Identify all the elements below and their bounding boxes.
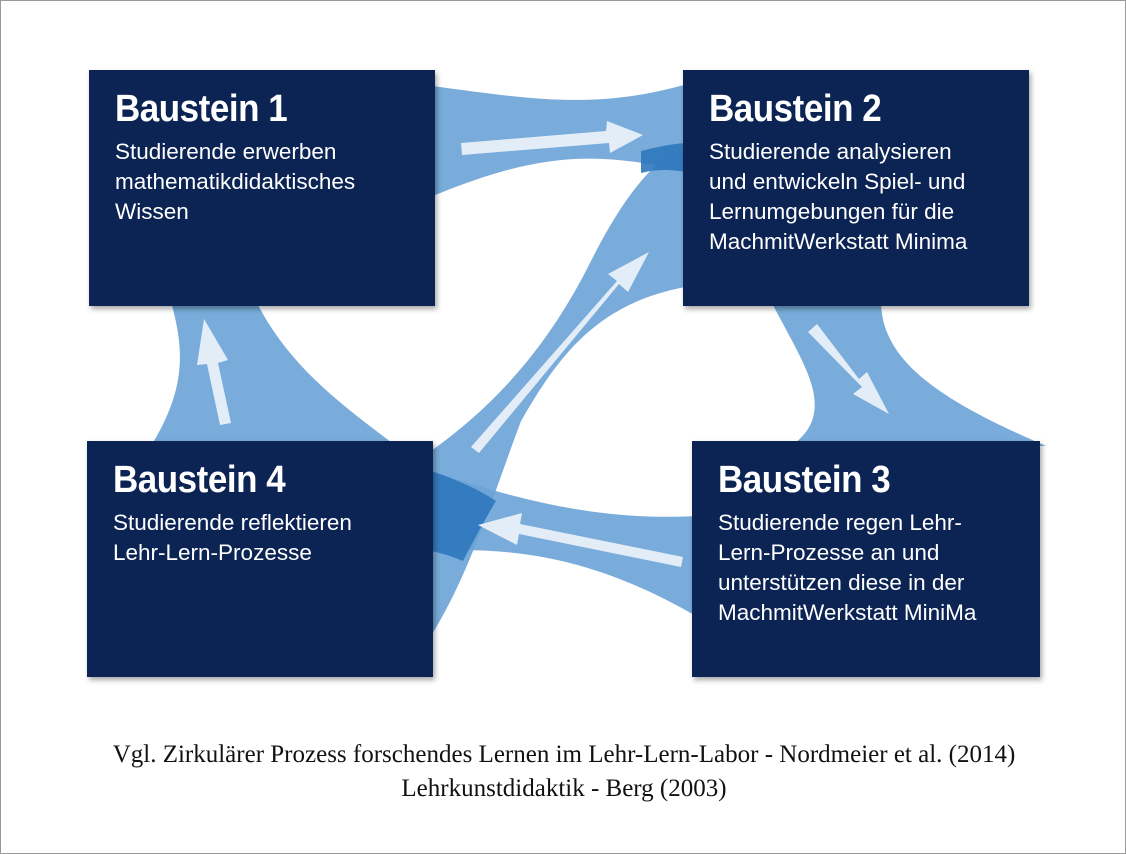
baustein-2-heading: Baustein 2 — [709, 88, 882, 130]
baustein-4-text: Studierende reflektieren Lehr-Lern-Proze… — [113, 509, 352, 565]
baustein-2-box: Baustein 2 Studierende analysieren und e… — [683, 70, 1029, 306]
baustein-4-box: Baustein 4 Studierende reflektieren Lehr… — [87, 441, 433, 677]
flow-overlap-top — [641, 143, 691, 173]
baustein-3-heading: Baustein 3 — [718, 459, 891, 501]
baustein-3-box: Baustein 3 Studierende regen Lehr- Lern-… — [692, 441, 1040, 677]
baustein-3-text: Studierende regen Lehr- Lern-Prozesse an… — [718, 509, 977, 625]
arrow-4-to-2 — [471, 252, 649, 453]
baustein-4-heading: Baustein 4 — [113, 459, 286, 501]
arrow-3-to-4 — [478, 513, 683, 567]
caption-line-1: Vgl. Zirkulärer Prozess forschendes Lern… — [112, 741, 1016, 768]
arrow-4-to-1 — [197, 319, 231, 425]
arrow-2-to-3 — [808, 324, 889, 414]
flow-overlap-bottom — [431, 471, 496, 561]
baustein-2-text: Studierende analysieren und entwickeln S… — [709, 138, 968, 254]
flow-band-2-to-3 — [771, 301, 1046, 446]
baustein-1-box: Baustein 1 Studierende erwerben mathemat… — [89, 70, 435, 306]
arrow-1-to-2 — [461, 121, 643, 155]
baustein-1-text: Studierende erwerben mathematikdidaktisc… — [115, 138, 356, 224]
baustein-1-heading: Baustein 1 — [115, 88, 288, 130]
flow-band-4-to-1 — [151, 301, 396, 446]
flow-band-3-to-4 — [431, 471, 696, 616]
caption-line-2: Lehrkunstdidaktik - Berg (2003) — [401, 775, 727, 802]
